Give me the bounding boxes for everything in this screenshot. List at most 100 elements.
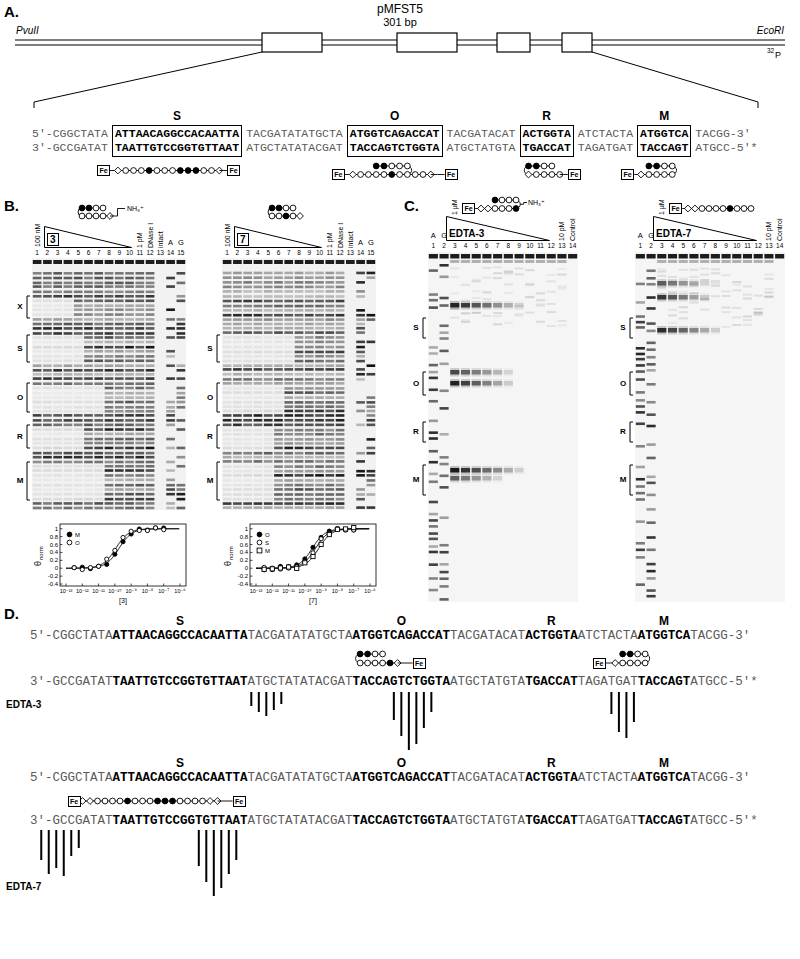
dna-sequence: ATCTACTA [578,772,638,785]
dna-sequence: TACGATATATGCTA [248,772,353,785]
lane-label: A [358,239,363,247]
lane-number: 14 [569,243,576,250]
lane-number: 9 [307,250,311,257]
lane-number: 7 [287,250,291,257]
site-letter: S [413,324,418,332]
titration-wedge: EDTA-3 [446,216,550,241]
dna-sequence: ATGCC-5'* [690,815,758,828]
axis-tick: 10⁻⁸ [142,589,153,595]
site-letter: O [207,394,213,402]
panel-letter: C. [404,198,419,213]
lane-number: 8 [507,243,511,250]
titration-wedge: 7 [234,226,322,248]
compound-label: 7 [237,233,249,246]
dna-sequence: TACCAGT [640,141,688,155]
axis-tick: 0.8 [240,534,248,540]
dna-sequence: ATGGTCA [640,127,688,141]
site-letter: O [390,110,399,122]
legend-symbol [256,531,263,538]
dna-sequence: TGACCAT [523,141,571,155]
site-letter: O [620,380,626,388]
lane-number: 12 [755,243,762,250]
lane-label: intact [347,231,354,248]
dna-sequence: ATGGTCA [638,630,691,643]
legend-symbol [256,547,263,554]
lane-number: 12 [146,250,153,257]
dna-sequence: ATGCTATGTA [450,815,525,828]
dna-sequence: TACGATACAT [447,127,516,141]
dna-sequence: ATGGTCAGACCAT [353,772,451,785]
iron-tag: Fe [621,169,634,180]
lane-number: 9 [724,243,728,250]
dna-sequence: TACGG-3' [690,630,750,643]
dna-sequence: ATGCTATATACGAT [248,676,353,689]
lane-number: 9 [117,250,121,257]
axis-title-subscript: norm [38,546,44,560]
site-letter: O [397,615,406,627]
reagent-label: EDTA-7 [6,882,41,892]
lane-label: G [368,239,374,247]
binding-site-box: ATGGTCATACCAGT [637,125,691,157]
lane-number: 1 [225,250,229,257]
lane-label: A [431,232,436,240]
iron-tag: Fe [332,169,345,180]
lane-number: 6 [277,250,281,257]
legend-entry: M [256,542,270,558]
dna-sequence: 5'-CGGCTATA [30,630,113,643]
dna-sequence: TACGATACAT [450,772,525,785]
axis-tick: 10⁻⁹ [125,589,136,595]
dna-sequence: 3'-GCCGATAT [30,815,113,828]
axis-title: [7] [309,597,317,604]
iron-tag: Fe [233,796,246,807]
axis-tick: -0.4 [48,581,58,587]
compound-label: EDTA-7 [656,229,691,239]
legend-entry: S [256,534,269,550]
site-letter: M [17,477,24,485]
iron-label: Fe [70,798,78,805]
lane-number: 6 [692,243,696,250]
axis-tick: 0.2 [50,557,58,563]
cleavage-bars [41,692,634,896]
iron-tag: Fe [462,203,475,214]
lane-label: DNase I [147,223,154,248]
binding-isotherm [250,524,376,586]
lane-number: 6 [485,243,489,250]
iron-label: Fe [334,171,342,178]
iron-tag: Fe [68,796,81,807]
axis-tick: 10⁻¹¹ [282,589,295,595]
dna-sequence: ATGCC-5'* [690,676,758,689]
site-letter: R [547,757,556,769]
dna-sequence: ATGCTATATACGAT [248,815,353,828]
lane-number: 7 [703,243,707,250]
lane-number: 1 [35,250,39,257]
dna-sequence: 3'-GCCGATAT [30,676,113,689]
site-letter: M [659,615,669,627]
concentration-label: 10 pM [558,222,565,241]
lane-number: 10 [316,250,323,257]
axis-tick: 10⁻¹⁰ [298,589,311,595]
restriction-site: EcoRI [757,26,784,36]
iron-label: Fe [624,171,632,178]
lane-label: Control [776,218,783,241]
dna-sequence: TAATTGTCCGGTGTTAAT [113,676,248,689]
site-letter: M [659,110,669,122]
binding-site-box: ATTAACAGGCCACAATTATAATTGTCCGGTGTTAAT [112,125,242,157]
axis-tick: 0.2 [240,557,248,563]
dna-sequence: TACGG-3' [690,772,750,785]
polyamide-cartoon [78,163,754,804]
axis-tick: 10⁻¹³ [250,589,263,595]
iron-tag: Fe [669,203,682,214]
axis-tick: 10⁻⁶ [174,589,185,595]
lane-number: 4 [256,250,260,257]
axis-tick: 1 [55,526,58,532]
legend-text: M [265,548,270,554]
site-letter: S [173,110,181,122]
lane-number: 14 [776,243,783,250]
legend-text: O [265,532,270,538]
dna-sequence: ATGCC-5'* [695,141,757,155]
dna-sequence: ATGCTATGTA [450,676,525,689]
axis-tick: -0.4 [238,581,248,587]
lane-number: 6 [87,250,91,257]
isotope-mass: 32 [767,48,774,55]
dna-sequence: ATGGTCAGACCAT [350,127,440,141]
